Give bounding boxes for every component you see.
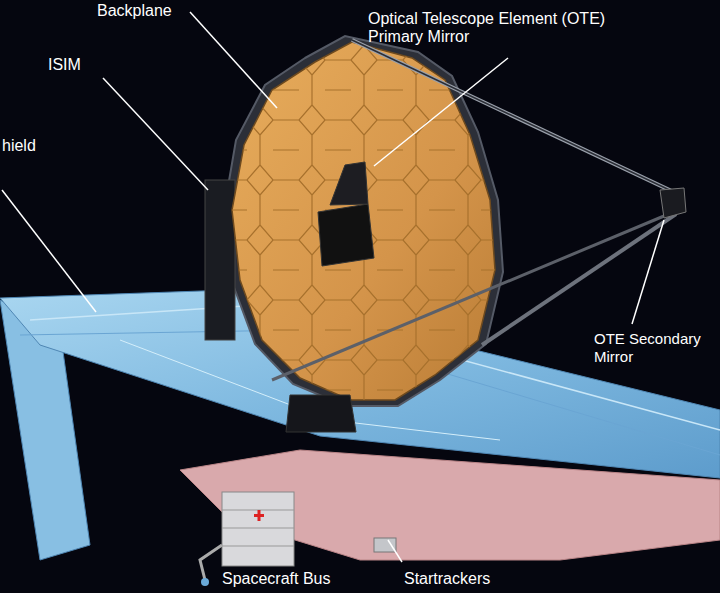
part-label: Spacecraft Bus bbox=[222, 570, 331, 588]
part-label: OTE Secondary Mirror bbox=[594, 330, 716, 366]
part-label: Backplane bbox=[97, 2, 172, 20]
part-label: Optical Telescope Element (OTE) Primary … bbox=[368, 10, 658, 46]
part-label: hield bbox=[2, 137, 36, 155]
part-label: Startrackers bbox=[404, 570, 490, 588]
part-label: ISIM bbox=[48, 56, 81, 74]
